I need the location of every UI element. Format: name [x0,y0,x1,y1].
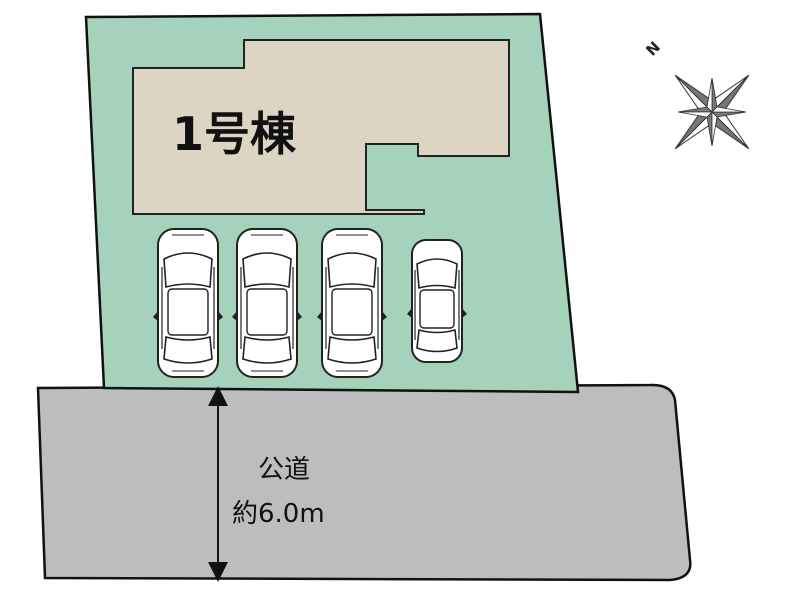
parked-car-1 [152,228,224,378]
road-name-label: 公道 [258,455,310,485]
building-footprint [132,39,510,215]
parked-car-4 [406,239,468,363]
compass-icon [674,74,750,150]
parked-car-3 [316,228,388,378]
building-label: 1号棟 [172,107,297,161]
compass-north-label: N [642,38,664,60]
public-road [36,383,692,582]
road-width-label: 約6.0m [232,499,325,529]
parked-car-2 [231,228,303,378]
